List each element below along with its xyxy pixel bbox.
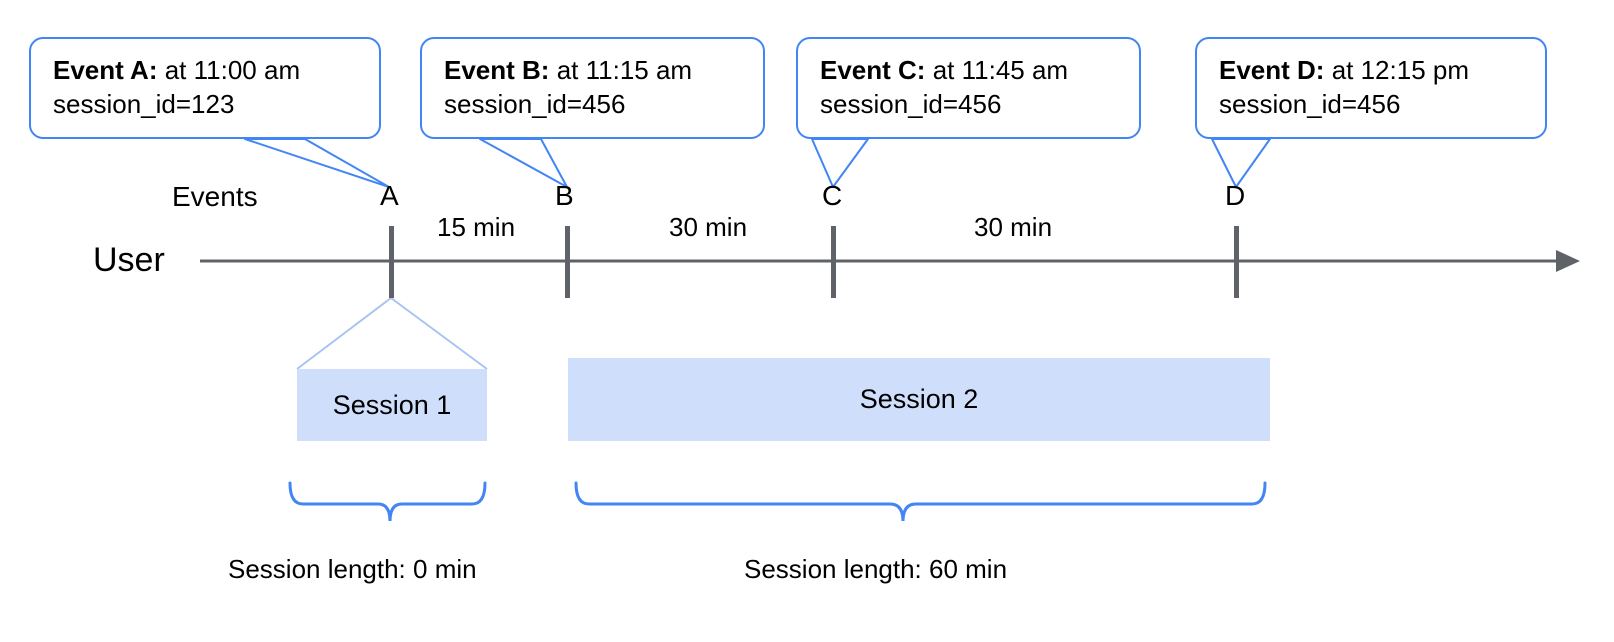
events-row-label: Events: [172, 181, 258, 212]
callout-event-d: Event D: at 12:15 pm session_id=456: [1195, 37, 1547, 139]
session-2-label: Session 2: [859, 384, 979, 414]
event-label-d: D: [1225, 180, 1246, 211]
callout-c-rest: at 11:45 am: [925, 55, 1069, 85]
callout-a-strong: Event A:: [53, 55, 158, 85]
session-1-brace-icon: [288, 481, 487, 522]
callout-a-line1: Event A: at 11:00 am: [53, 53, 361, 87]
session-1-length-label: Session length: 0 min: [228, 554, 477, 584]
callout-c-strong: Event C:: [820, 55, 926, 85]
callout-b-strong: Event B:: [444, 55, 550, 85]
session-2-brace-icon: [574, 481, 1267, 522]
callout-d-line1: Event D: at 12:15 pm: [1219, 53, 1527, 87]
callout-d-line2: session_id=456: [1219, 89, 1401, 120]
session-2-length-label: Session length: 60 min: [744, 554, 1008, 584]
gap-label-c-d: 30 min: [974, 212, 1053, 242]
callout-b-line1: Event B: at 11:15 am: [444, 53, 745, 87]
tick-event-c: [831, 226, 836, 298]
event-label-a: A: [380, 180, 399, 211]
callout-a-rest: at 11:00 am: [157, 55, 301, 85]
callout-a-line2: session_id=123: [53, 89, 235, 120]
event-label-b: B: [555, 180, 574, 211]
callout-event-a: Event A: at 11:00 am session_id=123: [29, 37, 381, 139]
tick-event-d: [1234, 226, 1239, 298]
tick-event-a: [389, 226, 394, 298]
callout-b-rest: at 11:15 am: [549, 55, 693, 85]
session-1-connector: [296, 297, 488, 370]
callout-d-rest: at 12:15 pm: [1324, 55, 1470, 85]
callout-event-c: Event C: at 11:45 am session_id=456: [796, 37, 1141, 139]
session-1-label: Session 1: [332, 389, 452, 420]
callout-b-tail-icon: [479, 138, 568, 188]
gap-label-b-c: 30 min: [669, 212, 748, 242]
event-label-c: C: [822, 180, 843, 211]
gap-label-a-b: 15 min: [437, 212, 516, 242]
callout-d-strong: Event D:: [1219, 55, 1325, 85]
timeline-axis: [200, 250, 1580, 272]
callout-b-line2: session_id=456: [444, 89, 626, 120]
session-bar-2: Session 2: [568, 358, 1270, 441]
callout-c-line2: session_id=456: [820, 89, 1002, 120]
tick-event-b: [565, 226, 570, 298]
user-row-label: User: [93, 241, 165, 279]
callout-event-b: Event B: at 11:15 am session_id=456: [420, 37, 765, 139]
callout-c-line1: Event C: at 11:45 am: [820, 53, 1121, 87]
callout-a-tail-icon: [244, 138, 390, 188]
session-bar-1: Session 1: [297, 369, 487, 441]
